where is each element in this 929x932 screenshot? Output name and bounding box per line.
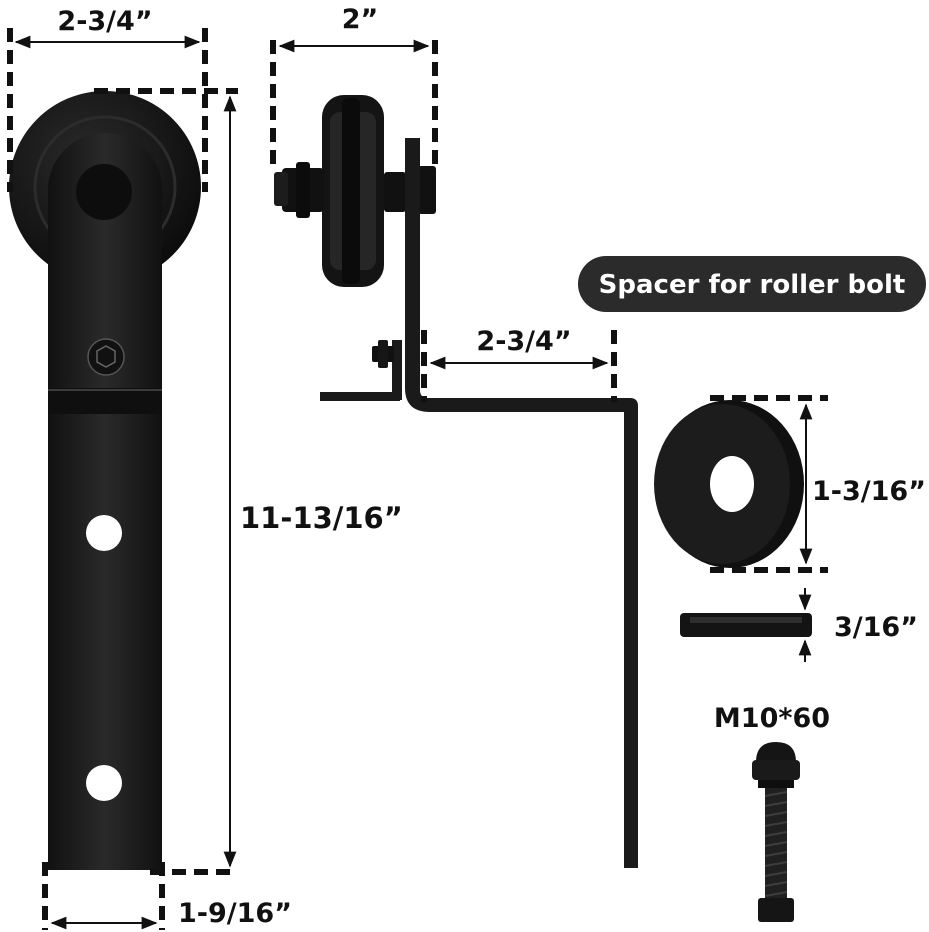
dimension-strap-width: 1-9/16” [42,862,292,930]
hex-screw [87,338,125,376]
label-hanger-width: 2-3/4” [57,6,152,37]
label-spacer-diameter: 1-3/16” [812,476,926,507]
mounting-hole [86,765,122,801]
washer-hole [710,456,754,512]
side-strap [405,138,638,868]
dimension-hanger-height: 11-13/16” [94,88,403,875]
label-wheel-width: 2” [342,4,379,35]
spacer-washer [654,400,804,568]
mounting-hole [86,515,122,551]
label-bolt-size: M10*60 [714,703,830,734]
side-hanger [274,95,638,868]
roller-bolt [752,742,800,922]
dimension-offset-width: 2-3/4” [421,326,617,402]
dimension-hanger-width: 2-3/4” [7,6,208,192]
dimension-wheel-width: 2” [270,4,438,168]
label-spacer-thickness: 3/16” [834,612,918,643]
label-hanger-height: 11-13/16” [240,501,403,535]
badge-text: Spacer for roller bolt [599,270,906,300]
label-strap-width: 1-9/16” [178,898,292,929]
front-hanger [9,91,201,870]
hanger-strap [48,133,162,870]
dimension-spacer-diameter: 1-3/16” [710,395,926,573]
axle-bolt-head [76,164,132,220]
dimension-spacer-thickness: 3/16” [798,588,918,662]
spacer-badge: Spacer for roller bolt [578,256,926,312]
label-offset-width: 2-3/4” [476,326,571,357]
spacer-edge [680,613,812,637]
